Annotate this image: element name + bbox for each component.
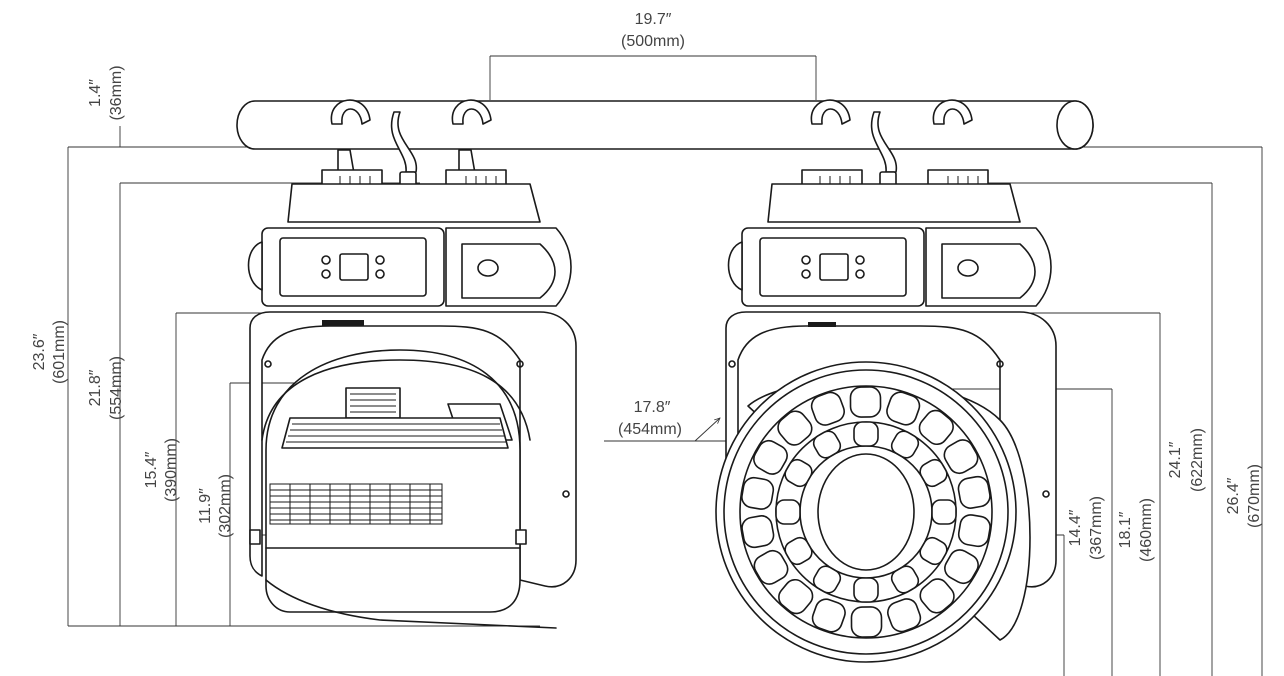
- led-cell: [890, 565, 920, 594]
- lens-head: [715, 361, 1031, 663]
- body-height-front-mm: (554mm): [108, 356, 125, 420]
- led-cell: [753, 439, 788, 475]
- yoke-height-inch: 15.4″: [143, 451, 160, 488]
- led-cell: [919, 458, 948, 488]
- total-height-front-inch: 23.6″: [31, 333, 48, 370]
- led-cell: [811, 598, 846, 633]
- dimension-labels: 19.7″ (500mm) 17.8″ (454mm) 1.4″ (36mm) …: [31, 11, 1263, 562]
- led-cell: [849, 386, 882, 418]
- tilt-axis-height-mm: (302mm): [217, 474, 234, 538]
- total-height-side-inch: 26.4″: [1225, 477, 1242, 514]
- clamp-left-a: [330, 99, 418, 217]
- fixture-side-view: [715, 99, 1057, 663]
- led-cell: [919, 536, 948, 566]
- led-cell: [886, 391, 921, 426]
- led-cell: [753, 549, 789, 585]
- led-cell: [810, 391, 845, 426]
- bar-spacing-inch: 19.7″: [635, 11, 672, 28]
- led-cell: [812, 565, 842, 594]
- led-cell: [919, 578, 955, 614]
- head-height-side-mm: (460mm): [1138, 498, 1155, 562]
- pipe-diameter-mm: (36mm): [108, 65, 125, 120]
- led-cell: [784, 536, 813, 566]
- tilt-axis-side-inch: 14.4″: [1067, 509, 1084, 546]
- total-height-side-mm: (670mm): [1246, 464, 1263, 528]
- led-cell: [853, 577, 879, 603]
- led-cell: [957, 475, 991, 509]
- vent-top: [350, 393, 396, 413]
- led-cell: [890, 430, 920, 459]
- yoke-height-mm: (390mm): [163, 438, 180, 502]
- led-cell: [887, 598, 922, 633]
- fixture-front-view: [247, 99, 577, 629]
- led-cell: [812, 430, 842, 459]
- led-cell: [741, 515, 775, 549]
- body-height-side-inch: 24.1″: [1167, 441, 1184, 478]
- total-height-front-mm: (601mm): [51, 320, 68, 384]
- head-height-side-inch: 18.1″: [1117, 511, 1134, 548]
- body-height-front-inch: 21.8″: [87, 369, 104, 406]
- led-cell: [957, 514, 991, 548]
- led-cell: [741, 476, 775, 510]
- led-cell: [784, 458, 813, 488]
- body-height-side-mm: (622mm): [1189, 428, 1206, 492]
- led-cell: [850, 606, 883, 638]
- led-cell: [944, 549, 979, 585]
- bar-spacing-mm: (500mm): [621, 33, 685, 50]
- tilt-axis-height-inch: 11.9″: [197, 488, 214, 524]
- vent-grid-front: [269, 483, 443, 525]
- pipe-diameter-inch: 1.4″: [87, 79, 104, 107]
- led-cell: [778, 578, 814, 615]
- led-cell: [775, 499, 801, 525]
- tilt-axis-side-mm: (367mm): [1088, 496, 1105, 560]
- head-width-mm: (454mm): [618, 421, 682, 438]
- head-width-inch: 17.8″: [634, 399, 671, 416]
- led-cell: [777, 410, 813, 446]
- led-cell: [931, 499, 957, 525]
- led-cell: [918, 409, 954, 446]
- led-cell: [853, 421, 879, 447]
- led-cell: [943, 439, 979, 475]
